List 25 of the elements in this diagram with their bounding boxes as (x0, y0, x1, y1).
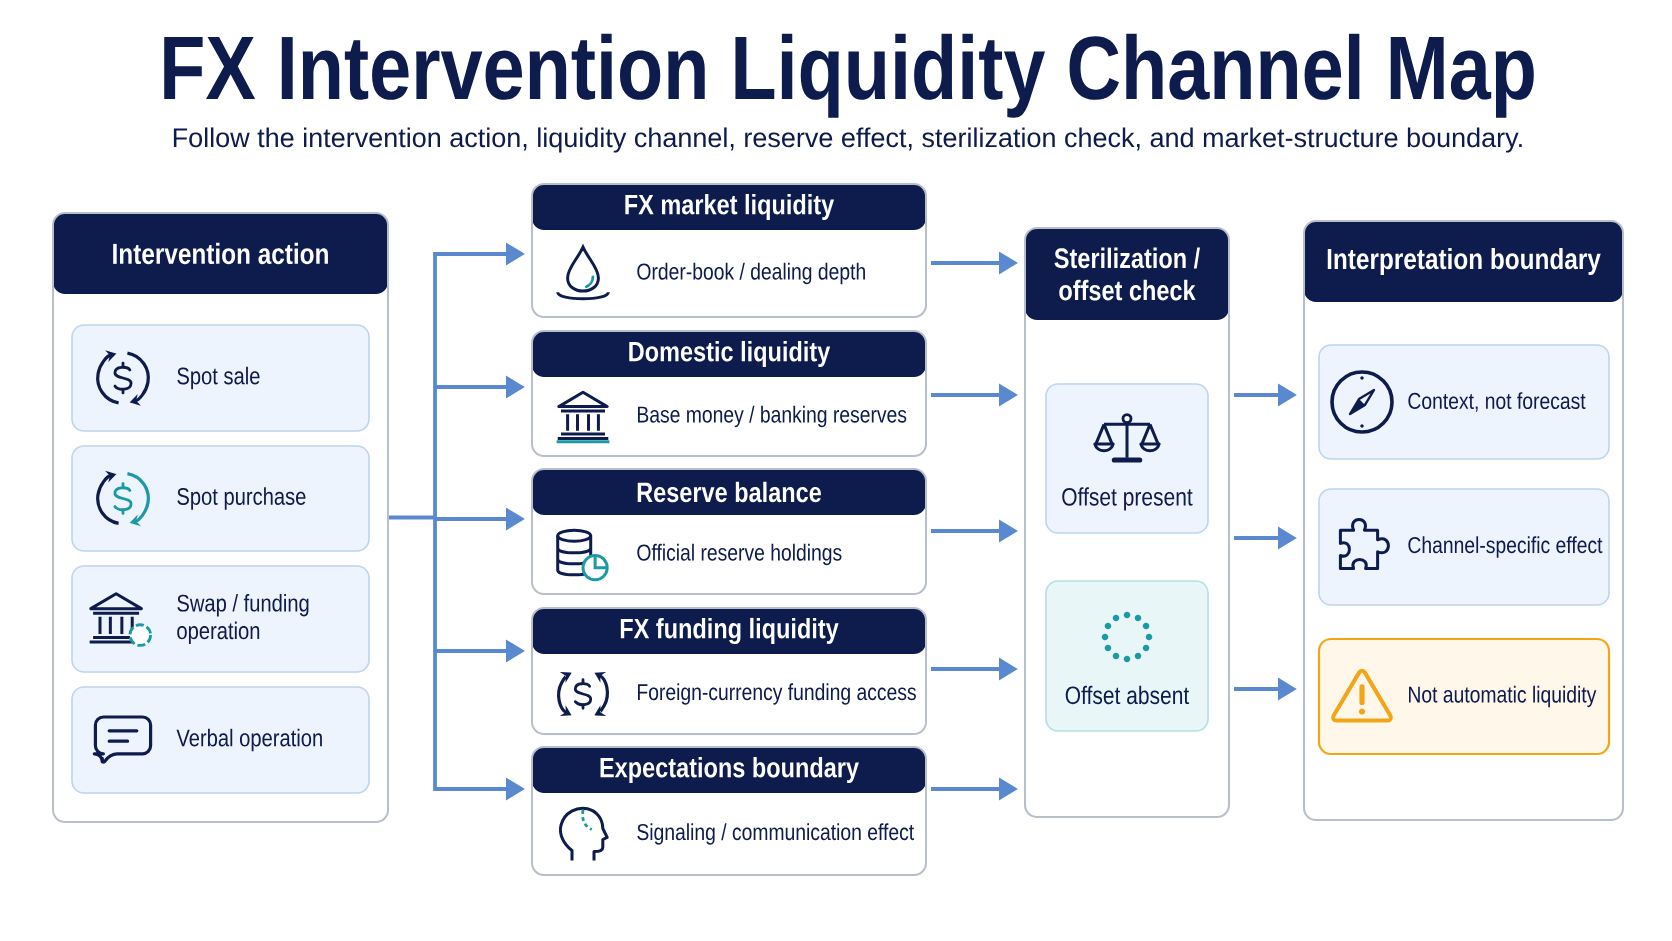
item-box: Context, not forecast (1318, 344, 1610, 460)
subtitle: Follow the intervention action, liquidity channel, reserve effect, sterilization check, and market-structure boundary. (173, 127, 1522, 153)
heading: Expectations boundary (600, 756, 859, 784)
item-box: Offset present (1045, 383, 1209, 534)
item-box: Spot purchase (71, 445, 370, 552)
heading: FX market liquidity (625, 193, 835, 221)
title: FX Intervention Liquidity Channel Map (164, 33, 1534, 118)
item-box: Verbal operation (71, 686, 370, 794)
heading: Interpretation boundary (1327, 248, 1601, 275)
item-box: Spot sale (71, 324, 370, 432)
heading: FX funding liquidity (620, 617, 839, 645)
connector-line (387, 250, 437, 793)
description: Official reserve holdings (637, 543, 842, 566)
heading: Intervention action (113, 242, 328, 265)
heading: Sterilization / offset check (1054, 247, 1200, 301)
item-box: Channel-specific effect (1318, 488, 1610, 606)
description: Signaling / communication effect (637, 823, 915, 845)
item-box: Swap / funding operation (71, 565, 370, 673)
description: Base money / banking reserves (638, 405, 907, 428)
heading: Domestic liquidity (629, 340, 831, 368)
item-box: Not automatic liquidity (1317, 637, 1611, 756)
description: Foreign-currency funding access (638, 683, 916, 705)
description: Order-book / dealing depth (637, 262, 865, 285)
heading: Reserve balance (637, 481, 821, 503)
item-box: Offset absent (1045, 580, 1209, 732)
